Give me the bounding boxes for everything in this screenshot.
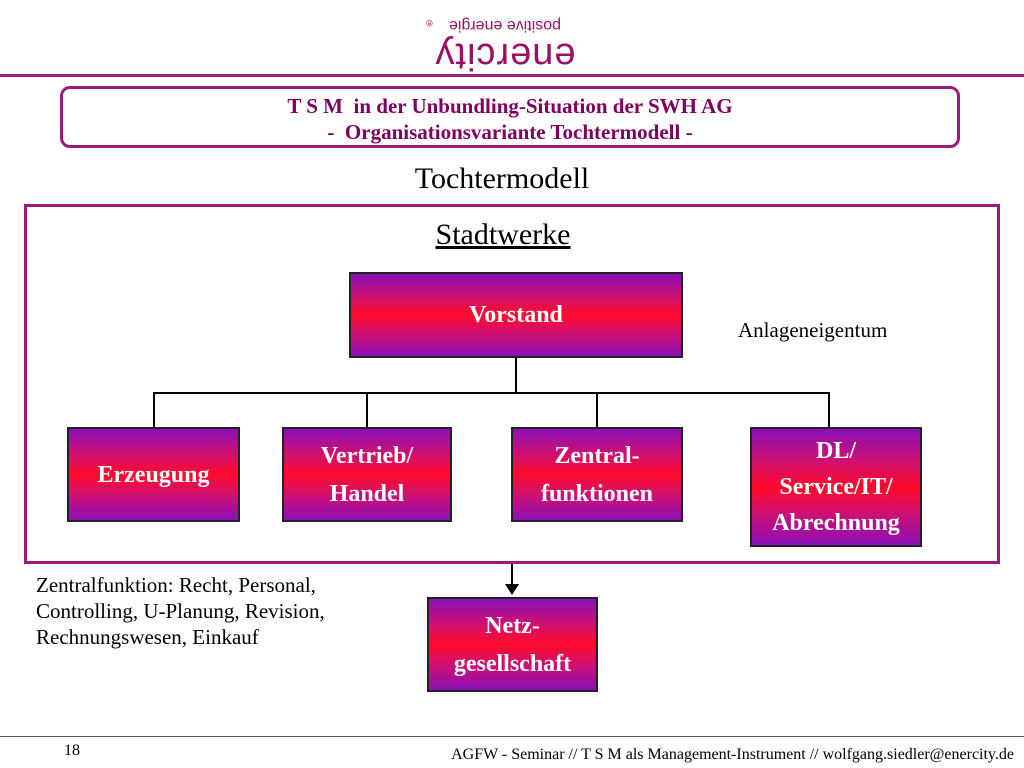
node-dl-service: DL/ Service/IT/ Abrechnung bbox=[750, 427, 922, 547]
title-line-2: - Organisationsvariante Tochtermodell - bbox=[327, 120, 693, 144]
title-line-1: T S M in der Unbundling-Situation der SW… bbox=[287, 94, 733, 118]
connector-zentral bbox=[596, 392, 598, 428]
title-box: T S M in der Unbundling-Situation der SW… bbox=[60, 86, 960, 148]
node-dl-line-2: Service/IT/ bbox=[779, 474, 893, 500]
page-number: 18 bbox=[64, 742, 80, 759]
connector-vorstand-down bbox=[515, 357, 517, 393]
connector-vertrieb bbox=[366, 392, 368, 428]
logo-registered-mark: ® bbox=[426, 18, 433, 28]
node-dl-line-3: Abrechnung bbox=[772, 510, 900, 536]
connector-dl bbox=[828, 392, 830, 428]
node-erzeugung: Erzeugung bbox=[67, 427, 240, 522]
footer-rule bbox=[0, 736, 1024, 737]
node-erzeugung-label: Erzeugung bbox=[97, 461, 210, 488]
node-netzgesellschaft: Netz- gesellschaft bbox=[427, 597, 598, 692]
header-rule bbox=[0, 74, 1024, 77]
node-zentral-line-1: Zentral- bbox=[554, 442, 640, 469]
frame-heading: Stadtwerke bbox=[435, 218, 571, 251]
arrow-head-netz bbox=[505, 584, 519, 595]
node-zentralfunktionen: Zentral- funktionen bbox=[511, 427, 683, 522]
enercity-logo: enercity positive energie ® bbox=[420, 14, 590, 77]
node-vertrieb: Vertrieb/ Handel bbox=[282, 427, 452, 522]
stadtwerke-frame bbox=[24, 204, 1000, 564]
connector-netz bbox=[511, 564, 513, 588]
logo-tagline: positive energie bbox=[448, 17, 562, 34]
node-netz-line-2: gesellschaft bbox=[453, 650, 572, 677]
node-vertrieb-line-2: Handel bbox=[329, 480, 405, 507]
logo-brand: enercity bbox=[434, 35, 576, 77]
legend-line-1: Zentralfunktion: Recht, Personal, bbox=[36, 573, 316, 597]
page-heading: Tochtermodell bbox=[414, 162, 590, 195]
footer-text: AGFW - Seminar // T S M als Management-I… bbox=[451, 746, 1014, 763]
node-netz-line-1: Netz- bbox=[485, 612, 540, 639]
zentralfunktion-legend: Zentralfunktion: Recht, Personal, Contro… bbox=[36, 572, 325, 650]
node-zentral-line-2: funktionen bbox=[540, 480, 654, 507]
connector-horizontal bbox=[153, 392, 830, 394]
node-vertrieb-line-1: Vertrieb/ bbox=[320, 442, 414, 469]
node-vorstand-label: Vorstand bbox=[469, 302, 563, 328]
legend-line-3: Rechnungswesen, Einkauf bbox=[36, 625, 259, 649]
node-vorstand: Vorstand bbox=[349, 272, 683, 358]
ownership-note: Anlageneigentum bbox=[738, 318, 888, 342]
legend-line-2: Controlling, U-Planung, Revision, bbox=[36, 599, 325, 623]
node-dl-line-1: DL/ bbox=[815, 438, 856, 464]
connector-erzeugung bbox=[153, 392, 155, 428]
